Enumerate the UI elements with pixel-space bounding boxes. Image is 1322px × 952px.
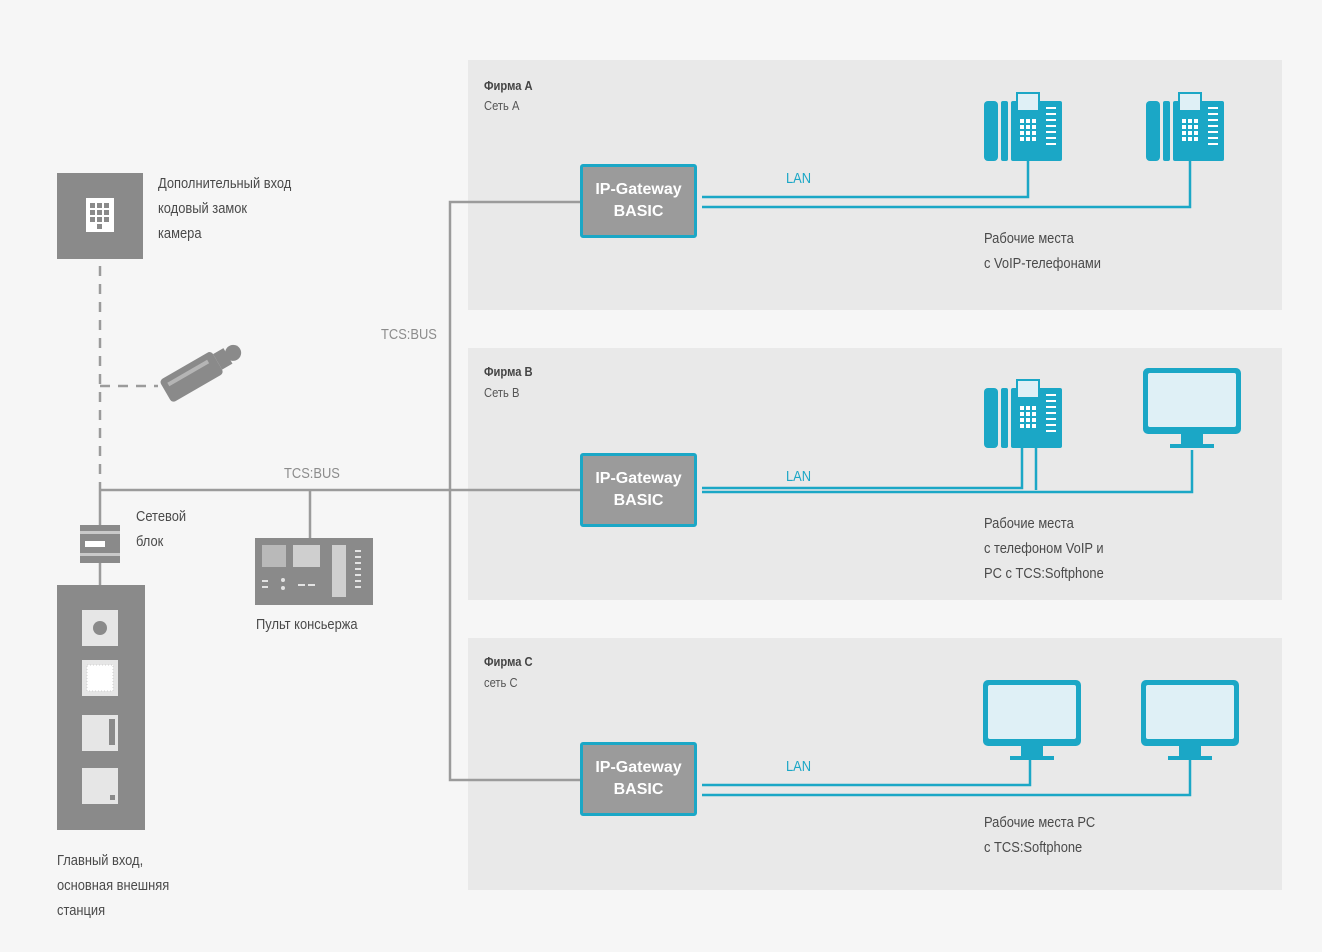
lan-label-b: LAN (786, 468, 812, 485)
outdoor-station-icon (57, 585, 145, 830)
tcs-bus-label-vertical: TCS:BUS (381, 326, 437, 343)
main-entrance-line: основная внешняя (57, 877, 170, 894)
workplaces-line: Рабочие места PC (984, 814, 1096, 831)
company-a-network: Сеть A (484, 98, 520, 113)
main-entrance-label: Главный вход, основная внешняя станция (57, 848, 169, 923)
company-c-name: Фирма C (484, 654, 533, 669)
main-entrance-line: Главный вход, (57, 852, 144, 869)
side-entrance-line: кодовый замок (158, 200, 248, 217)
power-supply-label: Сетевой блок (136, 504, 186, 554)
voip-phone-icon (983, 92, 1063, 162)
workplaces-b: Рабочие места с телефоном VoIP и PC с TC… (984, 511, 1104, 586)
workplaces-c: Рабочие места PC с TCS:Softphone (984, 810, 1095, 860)
camera-icon (160, 344, 242, 402)
workplaces-line: с телефоном VoIP и (984, 540, 1104, 557)
concierge-label: Пульт консьержа (256, 616, 358, 633)
gateway-company-b: IP-Gateway BASIC (580, 453, 697, 527)
side-entrance-wiring (98, 266, 158, 490)
company-b-name: Фирма B (484, 364, 533, 379)
lan-wiring (702, 150, 1194, 797)
workplaces-line: PC с TCS:Softphone (984, 565, 1104, 582)
gateway-label: IP-Gateway (595, 759, 682, 776)
workplaces-line: с TCS:Softphone (984, 839, 1083, 856)
main-entrance-line: станция (57, 902, 106, 919)
power-supply-line: блок (136, 533, 164, 550)
side-entrance-line: Дополнительный вход (158, 175, 292, 192)
company-c-network: сеть C (484, 675, 518, 690)
voip-phone-icon (983, 379, 1063, 449)
company-a-name: Фирма A (484, 78, 533, 93)
side-entrance-label: Дополнительный вход кодовый замок камера (158, 171, 291, 246)
gateway-label: IP-Gateway (595, 181, 682, 198)
gateway-model: BASIC (613, 492, 664, 509)
gateway-model: BASIC (613, 203, 664, 220)
power-supply-icon (80, 525, 120, 563)
concierge-console-icon (255, 538, 373, 605)
tcs-bus-label-horizontal: TCS:BUS (284, 465, 340, 482)
voip-phone-icon (1145, 92, 1225, 162)
keypad-icon (57, 173, 143, 259)
side-entrance-line: камера (158, 225, 202, 242)
workplaces-a: Рабочие места с VoIP-телефонами (984, 226, 1101, 276)
workplaces-line: с VoIP-телефонами (984, 255, 1101, 272)
gateway-company-a: IP-Gateway BASIC (580, 164, 697, 238)
lan-label-c: LAN (786, 758, 812, 775)
gateway-label: IP-Gateway (595, 470, 682, 487)
gateway-company-c: IP-Gateway BASIC (580, 742, 697, 816)
company-b-network: Сеть B (484, 385, 520, 400)
tcs-bus-wiring (98, 200, 582, 782)
power-supply-line: Сетевой (136, 508, 187, 525)
workplaces-line: Рабочие места (984, 515, 1074, 532)
gateway-model: BASIC (613, 781, 664, 798)
lan-label-a: LAN (786, 170, 812, 187)
workplaces-line: Рабочие места (984, 230, 1074, 247)
